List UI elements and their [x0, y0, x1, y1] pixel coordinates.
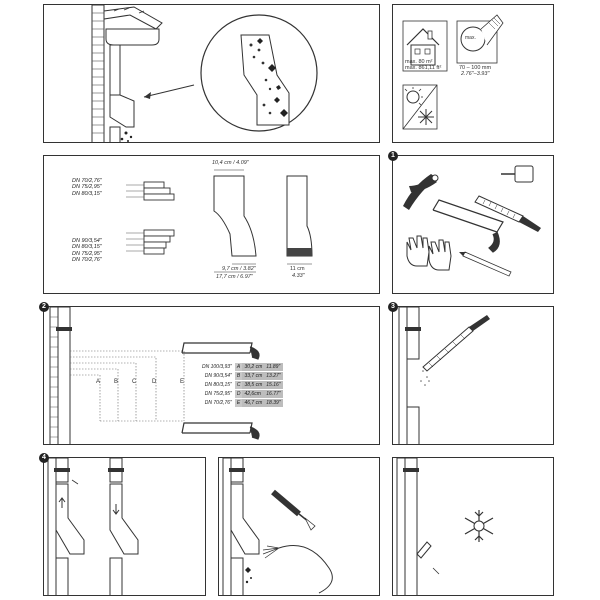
- upper-dn-0: DN 70/2,76": [72, 178, 102, 184]
- table-row: DN 100/3,93" A 30,2 cm 11.89": [200, 363, 283, 372]
- letter-d: D: [152, 379, 157, 385]
- insert-diverter-illustration: [47, 458, 139, 595]
- file-icon: [474, 195, 541, 232]
- panel-dimensions: DN 70/2,76" DN 75/2,95" DN 80/3,15" DN 9…: [43, 155, 380, 294]
- table-row: DN 75/2,95" D 42,6cm 16.77": [200, 389, 283, 399]
- panel-gutter-overview: [43, 4, 380, 143]
- diameter-max-label: max.: [465, 35, 476, 41]
- winter-illustration: [396, 458, 494, 595]
- dimension-diagram: [126, 169, 313, 273]
- top-dimension: 10,4 cm / 4.09": [212, 160, 249, 166]
- hacksaw-icon: [432, 199, 504, 253]
- table-row: DN 90/3,54" B 33,7 cm 13.27": [200, 371, 283, 381]
- cut-height-diagram: [49, 307, 260, 444]
- upper-dn-2: DN 80/3,15": [72, 190, 102, 197]
- upper-hacksaw-icon: [181, 342, 260, 360]
- cleaning-illustration: [222, 458, 333, 595]
- lower-dn-list: DN 90/3,54" DN 80/3,15" DN 75/2,95" DN 7…: [72, 238, 102, 264]
- lower-dn-2: DN 75/2,95": [72, 250, 102, 257]
- gloves-icon: [406, 235, 452, 271]
- gutter-overview-illustration: [91, 5, 318, 142]
- panel-cut-height: A B C D E DN 100/3,93" A 30,2 cm 11.89" …: [43, 306, 380, 445]
- table-row: DN 80/3,15" C 38,5 cm 15.16": [200, 380, 283, 390]
- upper-dn-list: DN 70/2,76" DN 75/2,95" DN 80/3,15": [72, 178, 102, 197]
- lower-hacksaw-icon: [181, 422, 260, 440]
- pliers-icon: [403, 174, 439, 210]
- tape-measure-icon: [501, 165, 534, 183]
- step-number-2: 2: [39, 302, 49, 312]
- diameter-range-mm: 70 – 100 mm: [459, 65, 492, 71]
- side-dimension-cm: 11 cm: [290, 266, 305, 272]
- side-dimension-in: 4.33": [292, 273, 305, 279]
- diameter-range-in: 2.76"–3.93": [461, 71, 490, 77]
- pencil-icon: [459, 251, 512, 277]
- total-dimension: 17,7 cm / 6.97": [216, 274, 253, 280]
- panel-deburr: [392, 306, 554, 445]
- letter-b: B: [114, 379, 119, 385]
- panel-cleaning: [218, 457, 380, 596]
- cut-length-table: DN 100/3,93" A 30,2 cm 11.89" DN 90/3,54…: [200, 363, 283, 408]
- file-icon: [422, 315, 490, 372]
- panel-winter: [392, 457, 554, 596]
- panel-tools: [392, 155, 554, 294]
- letter-c: C: [132, 379, 137, 385]
- panel-insert-diverter: [43, 457, 206, 596]
- sun-and-frost-icon: [402, 84, 438, 130]
- table-row: DN 70/2,76" E 46,7 cm 18.39": [200, 398, 283, 408]
- letter-a: A: [96, 379, 101, 385]
- upper-dn-1: DN 75/2,95": [72, 184, 102, 191]
- tools-illustration: [403, 165, 541, 277]
- step-number-3: 3: [388, 302, 398, 312]
- area-max-ft2: max. 861,11 ft²: [405, 65, 442, 71]
- step-number-1: 1: [388, 151, 398, 161]
- panel-requirements: max. 80 m² max. 861,11 ft² max. 70 – 100…: [392, 4, 554, 143]
- lower-dn-0: DN 90/3,54": [72, 238, 102, 244]
- area-max-m2: max. 80 m²: [405, 59, 433, 65]
- lower-dn-3: DN 70/2,76": [72, 257, 102, 264]
- house-icon: [402, 20, 448, 72]
- base-dimension: 9,7 cm / 3.82": [222, 266, 256, 272]
- deburr-illustration: [398, 307, 490, 444]
- brush-icon: [271, 489, 316, 531]
- lower-dn-1: DN 80/3,15": [72, 244, 102, 251]
- letter-e: E: [180, 379, 185, 385]
- step-number-4: 4: [39, 453, 49, 463]
- hose-icon: [262, 545, 333, 594]
- pipe-diameter-icon: [456, 14, 504, 64]
